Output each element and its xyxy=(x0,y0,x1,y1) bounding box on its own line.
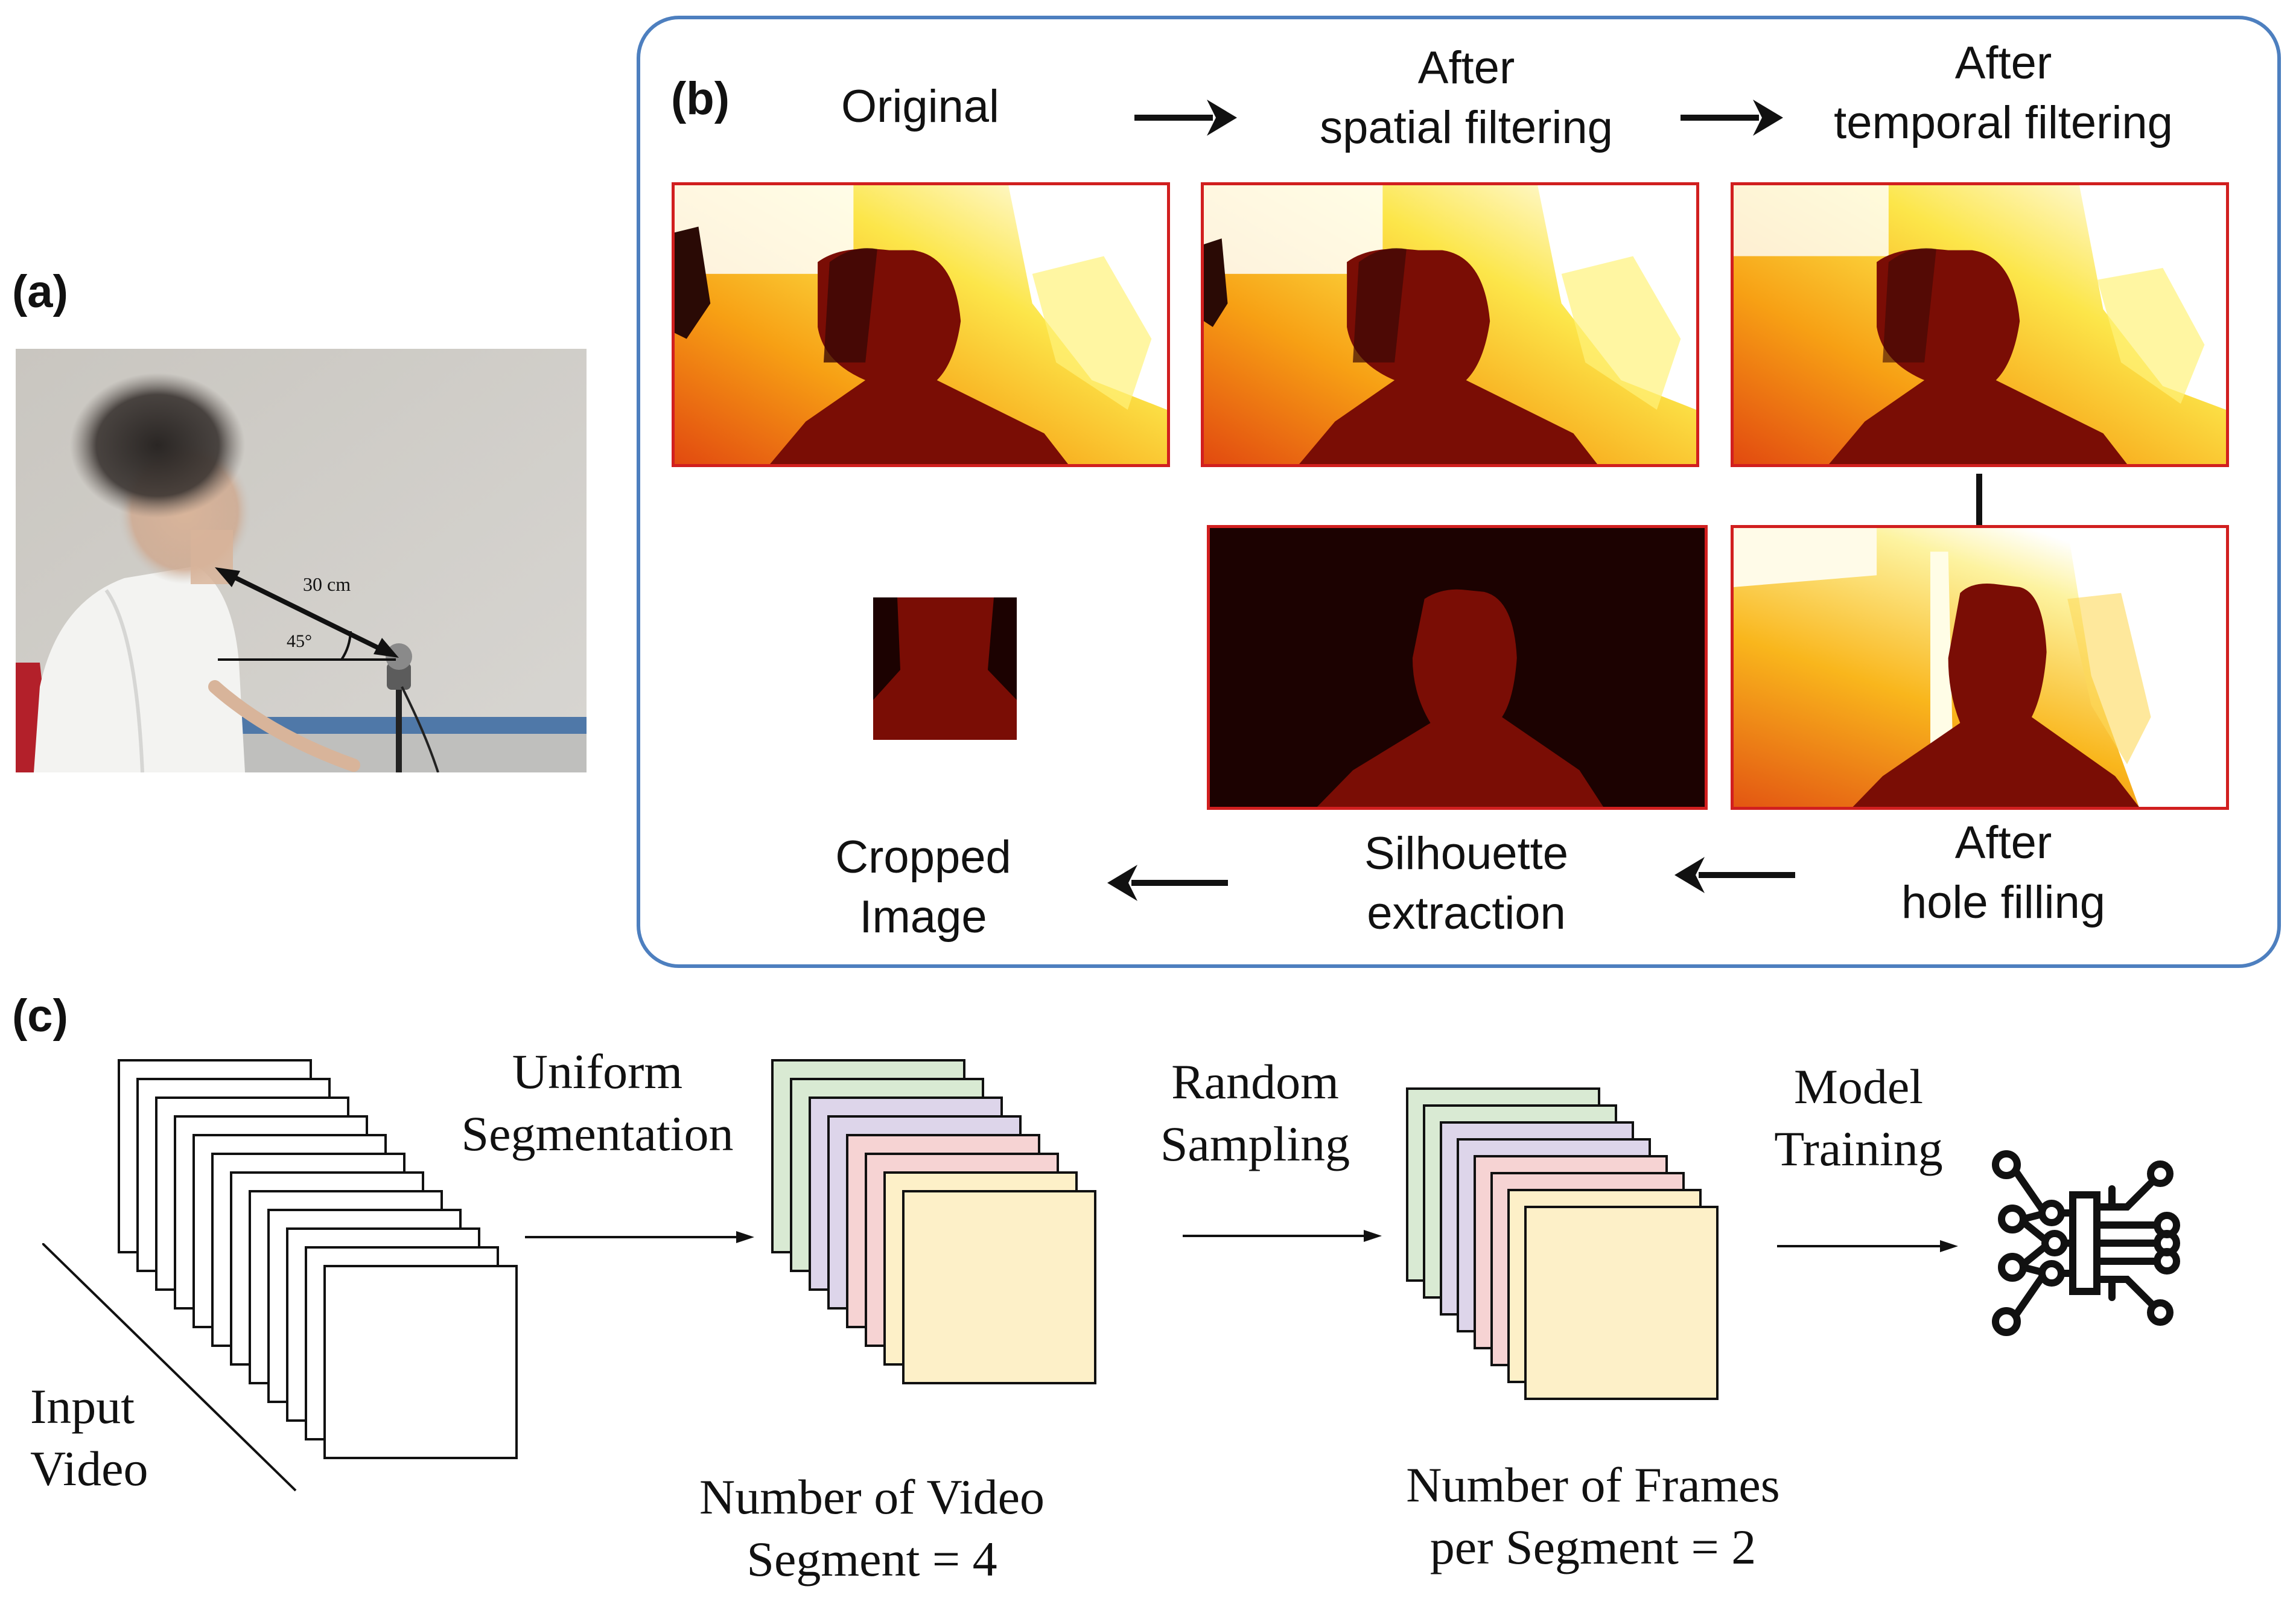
caption-frames-line2: per Segment = 2 xyxy=(1429,1519,1757,1574)
caption-original: Original xyxy=(841,81,999,132)
depth-image-spatial-filtered xyxy=(1201,182,1699,467)
segment-frame xyxy=(902,1190,1096,1384)
arrow-left-icon xyxy=(1674,857,1795,893)
caption-temporal: After temporal filtering xyxy=(1786,34,2221,153)
caption-random-sampling: Random Sampling xyxy=(1122,1051,1388,1175)
panel-b-label: (b) xyxy=(671,73,730,124)
sampled-frame xyxy=(1524,1206,1719,1400)
caption-cropped-line2: Image xyxy=(859,891,987,943)
depth-image-hole-filled xyxy=(1731,525,2229,810)
caption-uniform-segmentation: Uniform Segmentation xyxy=(434,1041,760,1165)
distance-label: 30 cm xyxy=(303,573,351,595)
caption-number-of-segments: Number of Video Segment = 4 xyxy=(646,1466,1098,1590)
arrow-right-icon xyxy=(1183,1230,1382,1242)
panel-a-photo xyxy=(16,349,587,772)
caption-segments-line2: Segment = 4 xyxy=(746,1531,997,1587)
caption-temporal-line1: After xyxy=(1954,37,2052,89)
caption-frames-per-segment: Number of Frames per Segment = 2 xyxy=(1352,1454,1834,1578)
caption-silhouette-line1: Silhouette xyxy=(1364,828,1569,879)
caption-input-line2: Video xyxy=(30,1440,148,1496)
caption-cropped: Cropped Image xyxy=(772,828,1074,947)
arrow-right-icon xyxy=(1134,100,1237,136)
caption-input-video: Input Video xyxy=(30,1376,175,1500)
caption-cropped-line1: Cropped xyxy=(835,832,1011,883)
neural-network-icon xyxy=(1992,1150,2180,1336)
depth-image-original xyxy=(672,182,1170,467)
depth-image-cropped xyxy=(873,597,1017,740)
caption-frames-line1: Number of Frames xyxy=(1406,1457,1780,1512)
depth-image-temporal-filtered xyxy=(1731,182,2229,467)
caption-hole-filling: After hole filling xyxy=(1816,813,2190,933)
input-video-diagonal xyxy=(42,1243,297,1492)
caption-spatial-line2: spatial filtering xyxy=(1320,101,1613,153)
caption-hole-line2: hole filling xyxy=(1901,876,2105,928)
caption-silhouette-line2: extraction xyxy=(1367,887,1566,939)
caption-random-line1: Random xyxy=(1171,1054,1339,1109)
panel-a-label: (a) xyxy=(12,266,68,317)
panel-b-frame xyxy=(637,16,2281,968)
arrow-right-icon xyxy=(1777,1240,1958,1252)
caption-model-line2: Training xyxy=(1774,1121,1943,1176)
caption-input-line1: Input xyxy=(30,1379,135,1434)
caption-uniform-line1: Uniform xyxy=(512,1044,683,1099)
arrow-left-icon xyxy=(1107,865,1228,901)
angle-label: 45° xyxy=(287,631,312,651)
arrow-right-icon xyxy=(525,1231,754,1243)
caption-model-training: Model Training xyxy=(1738,1056,1979,1180)
depth-image-silhouette xyxy=(1207,525,1708,810)
caption-model-line1: Model xyxy=(1793,1059,1924,1114)
caption-hole-line1: After xyxy=(1954,817,2052,868)
caption-segments-line1: Number of Video xyxy=(699,1469,1045,1524)
caption-spatial: After spatial filtering xyxy=(1243,39,1690,158)
arrow-right-icon xyxy=(1681,100,1783,136)
caption-spatial-line1: After xyxy=(1417,42,1515,94)
caption-silhouette: Silhouette extraction xyxy=(1291,824,1641,944)
caption-random-line2: Sampling xyxy=(1160,1116,1350,1171)
panel-c-label: (c) xyxy=(12,990,68,1042)
input-frame xyxy=(323,1265,518,1459)
caption-uniform-line2: Segmentation xyxy=(461,1106,734,1161)
caption-temporal-line2: temporal filtering xyxy=(1834,97,2173,148)
